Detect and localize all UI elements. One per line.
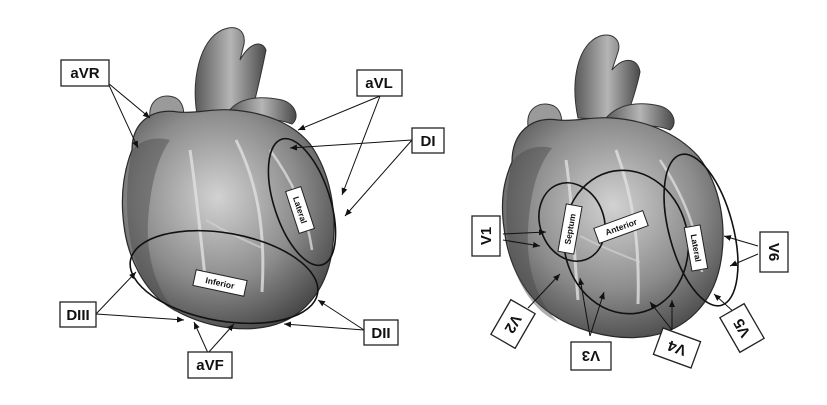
lead-v1-label: V1: [471, 215, 501, 257]
avl-arrow-2: [341, 95, 381, 196]
svg-text:aVL: aVL: [365, 75, 393, 92]
right-lateral-ellipse: [663, 153, 739, 307]
left-lateral-label: Lateral: [284, 185, 316, 235]
lead-dii-label: DII: [363, 319, 399, 346]
svg-text:DIII: DIII: [66, 307, 89, 324]
lead-v5-label: V5: [718, 302, 766, 354]
left-aorta: [194, 27, 267, 121]
lead-v3-label: V3: [570, 341, 612, 371]
svg-text:V5: V5: [730, 316, 754, 340]
right-anterior-label: Anterior: [593, 209, 649, 245]
left-lateral-ellipse: [267, 137, 337, 267]
svg-text:V2: V2: [501, 312, 525, 336]
right-heart-shadow: [506, 146, 558, 322]
diii-arrow-1: [95, 271, 137, 315]
right-lateral-label: Lateral: [683, 224, 709, 272]
lead-avf-label: aVF: [187, 351, 233, 379]
left-heart-shadow: [127, 138, 176, 312]
lead-v4-label: V4: [652, 327, 702, 369]
lead-v6-label: V6: [759, 231, 789, 273]
left-coronary-2: [234, 139, 265, 293]
avf-arrow-2: [207, 323, 235, 354]
svg-text:Lateral: Lateral: [689, 233, 704, 262]
di-arrow-2: [344, 139, 413, 217]
svg-text:DI: DI: [421, 133, 436, 150]
lead-avl-label: aVL: [356, 69, 403, 97]
svg-text:V3: V3: [582, 347, 600, 364]
avf-arrow-1: [193, 321, 209, 354]
svg-text:DII: DII: [371, 325, 390, 342]
svg-text:V1: V1: [478, 227, 495, 245]
avr-arrow-1: [107, 82, 151, 119]
v1-arrow-2: [502, 239, 541, 248]
v6-arrow-1: [723, 235, 759, 247]
svg-text:V6: V6: [765, 243, 782, 261]
right-aorta: [574, 34, 641, 121]
svg-text:aVR: aVR: [70, 65, 99, 82]
left-coronary-1: [188, 149, 208, 287]
v6-arrow-2: [729, 253, 759, 267]
v1-arrow-1: [502, 229, 547, 236]
di-arrow-1: [289, 139, 413, 151]
v4-arrow-1: [649, 301, 673, 331]
right-coronary-4: [579, 235, 641, 263]
dii-arrow-1: [283, 321, 365, 331]
lead-v2-label: V2: [489, 298, 537, 350]
lead-di-label: DI: [411, 127, 445, 154]
diii-arrow-2: [95, 313, 185, 323]
dii-arrow-2: [317, 299, 365, 331]
avl-arrow-1: [297, 95, 381, 131]
v2-arrow: [527, 273, 561, 309]
svg-text:aVF: aVF: [196, 357, 224, 374]
left-inferior-label: Inferior: [192, 269, 248, 297]
svg-text:V4: V4: [665, 336, 689, 358]
left-coronary-4: [205, 219, 263, 249]
right-heart: Septum Anterior Lateral V1 V2: [471, 34, 789, 371]
lead-diii-label: DIII: [59, 301, 97, 328]
left-inferior-ellipse: [129, 229, 319, 325]
v3-arrow-1: [578, 277, 591, 337]
v3-arrow-2: [589, 291, 605, 337]
avr-arrow-2: [107, 82, 139, 149]
left-heart: Lateral Inferior aVR aVL DI: [59, 27, 445, 379]
lead-avr-label: aVR: [60, 59, 110, 87]
right-septum-label: Septum: [557, 203, 583, 255]
